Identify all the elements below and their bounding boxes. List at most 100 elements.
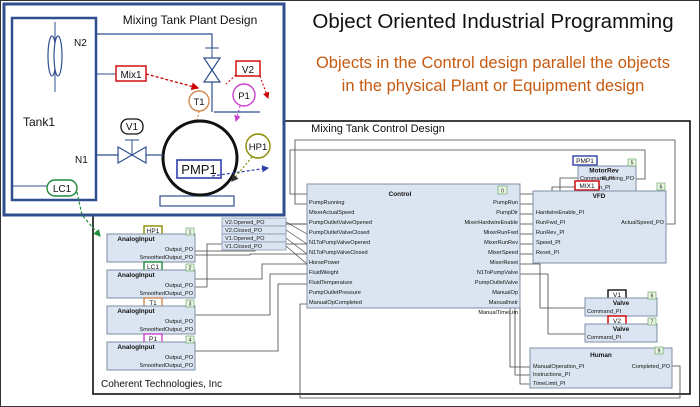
- motor-block-tag: PMP1: [576, 158, 594, 165]
- analog-block-name: AnalogInput: [117, 236, 155, 243]
- analog-block-output: Output_PO: [165, 319, 194, 325]
- subtitle-line-1: Objects in the Control design parallel t…: [315, 54, 671, 72]
- subtitle-line-2: in the physical Plant or Equipment desig…: [341, 77, 645, 95]
- analog-block-output: SmoothedOutput_PO: [140, 255, 194, 261]
- control-input-pin: MixerActualSpeed: [309, 210, 354, 216]
- vfd-block[interactable]: MIX1 VFD 6 HardwireEnable_PI RunFwd_PI R…: [532, 180, 667, 264]
- v1-tag: V1: [126, 122, 139, 133]
- valve-v2-tag: V2: [613, 318, 621, 325]
- motor-block[interactable]: PMP1 MotorRev 5 Command_PI Direction_PI …: [572, 155, 637, 193]
- valve-v2-name: Valve: [613, 326, 630, 333]
- pmp1-tag-box: [176, 159, 222, 179]
- analog-block-name: AnalogInput: [117, 344, 155, 351]
- analog-block-number: 2: [189, 266, 192, 272]
- control-input-pin: PumpRunning: [309, 200, 344, 206]
- control-input-pin: HorsePower: [309, 260, 340, 266]
- control-input-pin: PumpOutletValveOpened: [309, 220, 372, 226]
- vfd-block-tag: MIX1: [579, 183, 595, 190]
- control-block[interactable]: Control 0 PumpRunningMixerActualSpeedPum…: [306, 183, 521, 316]
- analog-block-number-box: [185, 263, 195, 272]
- valve-v1-icon: [117, 139, 147, 165]
- motor-output-running: Running_PO: [602, 176, 635, 182]
- motor-block-number: 5: [631, 161, 634, 167]
- v2-tag: V2: [242, 65, 255, 76]
- control-output-pin: MixerRunFwd: [483, 230, 518, 236]
- analog-block-body: [106, 233, 196, 263]
- analog-input-block[interactable]: HP1AnalogInput1Output_POSmoothedOutput_P…: [106, 225, 196, 263]
- mixer-impeller-icon: [47, 22, 63, 92]
- inlet-n2-label: N2: [74, 38, 87, 49]
- control-input-pin: N1ToPumpValveOpened: [309, 240, 370, 246]
- analog-block-number: 4: [189, 338, 192, 344]
- analog-block-body: [106, 305, 196, 335]
- analog-block-output: Output_PO: [165, 247, 194, 253]
- control-input-pin: ManualOpCompleted: [309, 300, 362, 306]
- page-title: Object Oriented Industrial Programming: [312, 10, 674, 33]
- control-input-pins: PumpRunningMixerActualSpeedPumpOutletVal…: [309, 200, 372, 306]
- valve-status-inputs: V2.Opened_PO V2.Closed_PO V1.Opened_PO V1.C…: [221, 217, 308, 265]
- valve-v1-input: Command_PI: [587, 309, 622, 315]
- inlet-n1-label: N1: [75, 155, 88, 166]
- control-block-number: 0: [501, 189, 504, 195]
- control-input-pin: FluidTemperature: [309, 280, 353, 286]
- human-input-instructions: Instructions_PI: [533, 372, 570, 378]
- t1-tag: T1: [193, 97, 204, 108]
- analog-block-body: [106, 269, 196, 299]
- analog-block-number: 3: [189, 302, 192, 308]
- human-input-manual-operation: ManualOperation_PI: [533, 364, 585, 370]
- control-output-pin: N1ToPumpValve: [477, 270, 518, 276]
- control-output-pin: PumpOutletValve: [475, 280, 518, 286]
- vfd-input-run-rev: RunRev_PI: [536, 230, 565, 236]
- p1-tag-circle: [232, 83, 256, 107]
- tank-label: Tank1: [23, 115, 55, 129]
- motor-block-name: MotorRev: [589, 168, 619, 175]
- valve-v1-number: 6: [651, 294, 654, 300]
- analog-block-output: Output_PO: [165, 355, 194, 361]
- v2-tag-box: [235, 60, 261, 77]
- control-input-pin: FluidWeight: [309, 270, 339, 276]
- page-subtitle: Objects in the Control design parallel t…: [290, 52, 696, 98]
- analog-block-tag: LC1: [147, 264, 159, 271]
- analog-block-name: AnalogInput: [117, 272, 155, 279]
- control-block-name: Control: [389, 191, 412, 198]
- valve-v1-name: Valve: [613, 300, 630, 307]
- mix1-tag: Mix1: [120, 70, 142, 81]
- motor-input-command: Command_PI: [580, 176, 615, 182]
- control-output-pin: MixerSpeed: [488, 250, 518, 256]
- analog-block-tag: HP1: [147, 228, 160, 235]
- control-output-pin: ManualTimeLim: [478, 310, 518, 316]
- hp1-tag-circle: [245, 133, 271, 159]
- n2-pipe: [96, 33, 213, 48]
- vfd-input-reset: Reset_PI: [536, 250, 559, 256]
- control-design-title: Mixing Tank Control Design: [311, 123, 445, 135]
- valve-v1-tag: V1: [613, 292, 621, 299]
- valve-status-input: V1.Closed_PO: [225, 244, 263, 250]
- valve-v2-number: 7: [651, 320, 654, 326]
- control-output-pins: PumpRunPumpDirMixerHardwireEnableMixerRu…: [465, 200, 519, 316]
- valve-v2-input: Command_PI: [587, 335, 622, 341]
- analog-input-block[interactable]: LC1AnalogInput2Output_POSmoothedOutput_P…: [106, 261, 196, 299]
- control-output-pin: MixerHardwireEnable: [465, 220, 518, 226]
- valve-status-input: V2.Opened_PO: [225, 220, 265, 226]
- valve-block-v1[interactable]: V1 Valve 6 Command_PI: [584, 289, 658, 317]
- hp1-tag: HP1: [249, 142, 267, 153]
- control-output-pin: ManualInstr: [489, 300, 518, 306]
- vfd-input-run-fwd: RunFwd_PI: [536, 220, 566, 226]
- human-block[interactable]: Human 9 ManualOperation_PI Instructions_…: [529, 346, 673, 389]
- vfd-block-name: VFD: [593, 193, 606, 200]
- valve-block-v2[interactable]: V2 Valve 7 Command_PI: [584, 315, 658, 343]
- valve-status-input: V1.Opened_PO: [225, 236, 265, 242]
- control-input-pin: PumpOutletPressure: [309, 290, 361, 296]
- valve-status-input: V2.Closed_PO: [225, 228, 263, 234]
- lc1-tag: LC1: [53, 184, 72, 195]
- lc1-link-arrow: [76, 191, 101, 237]
- control-output-pin: PumpDir: [496, 210, 518, 216]
- analog-block-body: [106, 341, 196, 371]
- analog-block-number-box: [185, 299, 195, 308]
- vfd-input-speed: Speed_PI: [536, 240, 561, 246]
- analog-block-output: SmoothedOutput_PO: [140, 327, 194, 333]
- analog-block-number-box: [185, 335, 195, 344]
